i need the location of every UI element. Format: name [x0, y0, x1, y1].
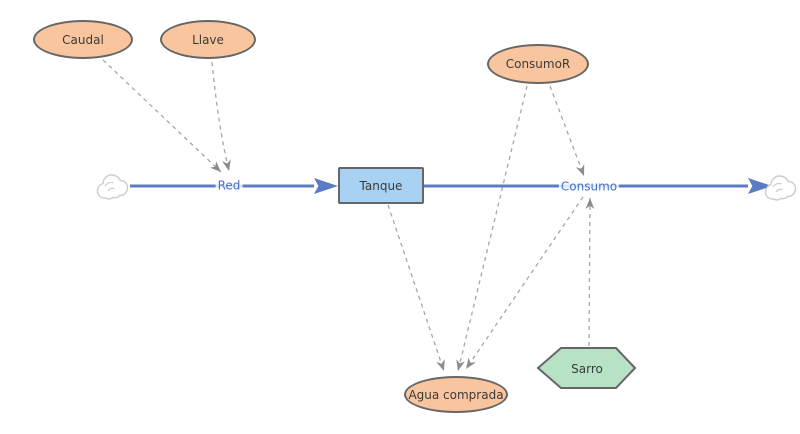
node-consumor[interactable]: ConsumoR: [487, 44, 589, 84]
node-tanque-label: Tanque: [359, 178, 403, 193]
connector-sarro-to-consumo[interactable]: [585, 197, 595, 347]
connector-caudal-to-red[interactable]: [102, 59, 222, 173]
source-cloud-icon[interactable]: [96, 174, 129, 200]
flow-red-label[interactable]: Red: [215, 178, 243, 193]
node-agua-comprada-label: Agua comprada: [408, 387, 504, 402]
sink-cloud-icon[interactable]: [764, 175, 797, 201]
node-tanque[interactable]: Tanque: [338, 167, 424, 204]
flow-consumo-label[interactable]: Consumo: [558, 179, 620, 194]
node-llave[interactable]: Llave: [160, 20, 256, 59]
connector-tanque-to-agua-comprada[interactable]: [387, 204, 445, 372]
connector-consumo-to-agua-comprada[interactable]: [465, 196, 584, 370]
connector-consumor-to-consumo[interactable]: [549, 85, 585, 177]
node-sarro[interactable]: [536, 347, 637, 389]
node-llave-label: Llave: [192, 32, 224, 47]
node-agua-comprada[interactable]: Agua comprada: [404, 376, 508, 413]
node-caudal[interactable]: Caudal: [33, 20, 133, 59]
connector-consumor-to-agua-comprada[interactable]: [456, 85, 528, 372]
node-caudal-label: Caudal: [62, 32, 104, 47]
node-consumor-label: ConsumoR: [505, 57, 571, 71]
node-sarro-label: Sarro: [571, 362, 603, 376]
connector-llave-to-red[interactable]: [211, 61, 231, 172]
